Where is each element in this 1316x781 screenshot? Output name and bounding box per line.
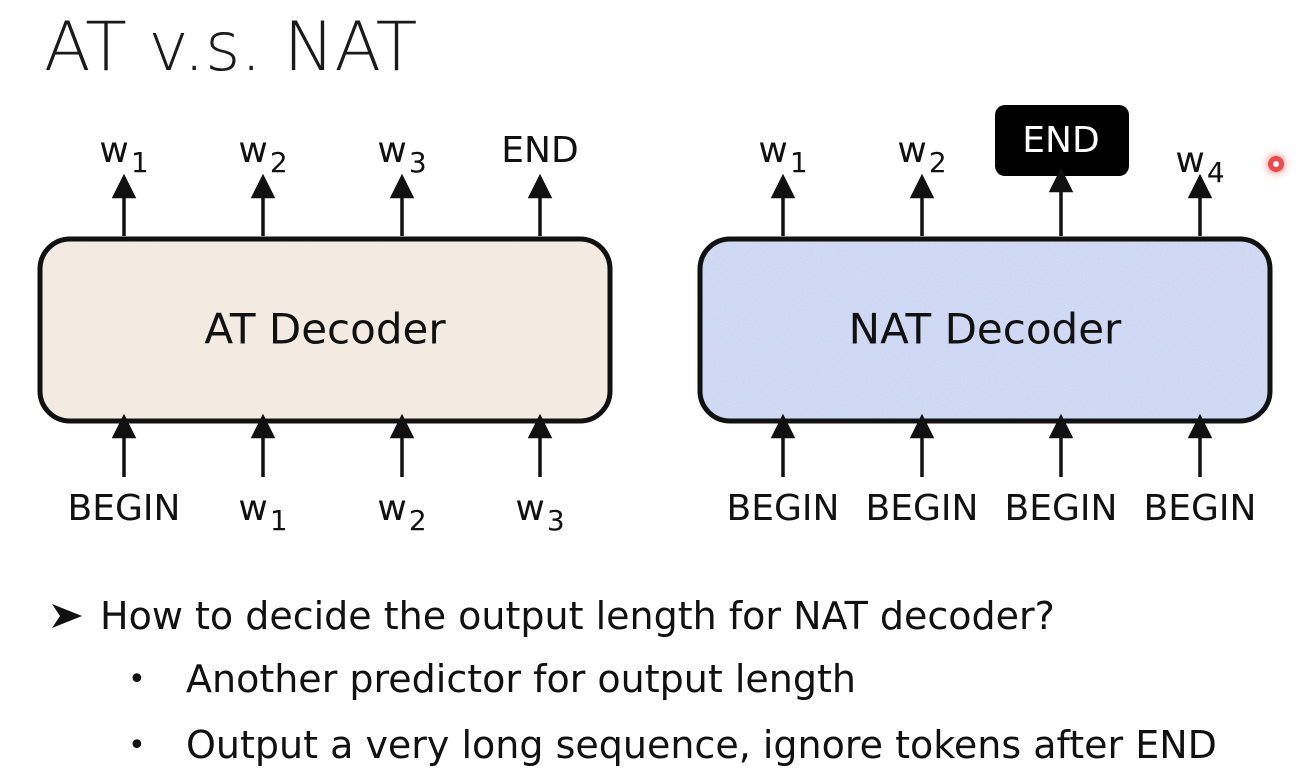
at-output-token-base: w — [99, 130, 128, 171]
sub-bullet-text: Output a very long sequence, ignore toke… — [186, 723, 1217, 767]
arrow-layer — [111, 167, 1213, 477]
nat-end-highlight — [995, 105, 1129, 176]
at-decoder-label: AT Decoder — [204, 305, 446, 354]
nat-output-token-subscript: 1 — [790, 146, 808, 179]
bullet-dot-icon: • — [128, 727, 146, 763]
nat-output-end-token-base: END — [1022, 120, 1099, 161]
nat-input-token: BEGIN — [1005, 488, 1118, 529]
nat-input-token: BEGIN — [1144, 488, 1257, 529]
at-output-token: w3 — [377, 130, 426, 179]
at-input-token: w1 — [238, 488, 287, 537]
bullet-list: How to decide the output length for NAT … — [50, 586, 1290, 778]
arrowhead-bullet-icon — [52, 604, 82, 628]
at-input-token: w2 — [377, 488, 426, 537]
nat-input-token: BEGIN — [866, 488, 979, 529]
sub-bullet-1: • Another predictor for output length — [128, 646, 1290, 712]
at-output-token: END — [501, 130, 578, 171]
nat-output-token-base: w — [1175, 140, 1204, 181]
sub-bullet-text: Another predictor for output length — [186, 657, 856, 701]
at-decoder: AT Decoder — [37, 236, 613, 424]
at-output-token: w2 — [238, 130, 287, 179]
main-bullet-text: How to decide the output length for NAT … — [100, 594, 1055, 638]
nat-output-token: w1 — [758, 130, 807, 179]
nat-output-token: w4 — [1175, 140, 1224, 189]
at-decoder-texture — [43, 242, 607, 418]
nat-input-token: BEGIN — [727, 488, 840, 529]
at-input-token-subscript: 2 — [409, 504, 427, 537]
nat-decoder: NAT Decoder — [697, 236, 1273, 424]
at-output-token-subscript: 1 — [131, 146, 149, 179]
nat-input-token-base: BEGIN — [866, 488, 979, 529]
nat-input-token-base: BEGIN — [1005, 488, 1118, 529]
sub-bullet-2: • Output a very long sequence, ignore to… — [128, 712, 1290, 778]
at-input-token-base: w — [377, 488, 406, 529]
at-input-token-subscript: 3 — [547, 504, 565, 537]
at-output-token: w1 — [99, 130, 148, 179]
nat-output-token-subscript: 4 — [1207, 156, 1225, 189]
nat-output-end-token: END — [1022, 120, 1099, 161]
at-input-token-base: w — [515, 488, 544, 529]
nat-output-token: w2 — [897, 130, 946, 179]
at-input-token-subscript: 1 — [270, 504, 288, 537]
main-bullet: How to decide the output length for NAT … — [50, 586, 1290, 646]
at-output-token-base: w — [238, 130, 267, 171]
at-input-token: BEGIN — [68, 488, 181, 529]
nat-decoder-texture — [703, 242, 1267, 418]
nat-output-token-base: w — [897, 130, 926, 171]
at-output-token-base: END — [501, 130, 578, 171]
at-input-token: w3 — [515, 488, 564, 537]
nat-input-token-base: BEGIN — [1144, 488, 1257, 529]
at-output-token-subscript: 2 — [270, 146, 288, 179]
record-indicator-icon — [1268, 156, 1284, 172]
at-output-token-subscript: 3 — [409, 146, 427, 179]
slide-title: AT v.s. NAT — [44, 8, 418, 87]
nat-input-token-base: BEGIN — [727, 488, 840, 529]
nat-output-token-subscript: 2 — [929, 146, 947, 179]
nat-output-token-base: w — [758, 130, 787, 171]
at-output-token-base: w — [377, 130, 406, 171]
at-input-token-base: BEGIN — [68, 488, 181, 529]
nat-decoder-label: NAT Decoder — [849, 305, 1122, 354]
bullet-dot-icon: • — [128, 661, 146, 697]
at-input-token-base: w — [238, 488, 267, 529]
